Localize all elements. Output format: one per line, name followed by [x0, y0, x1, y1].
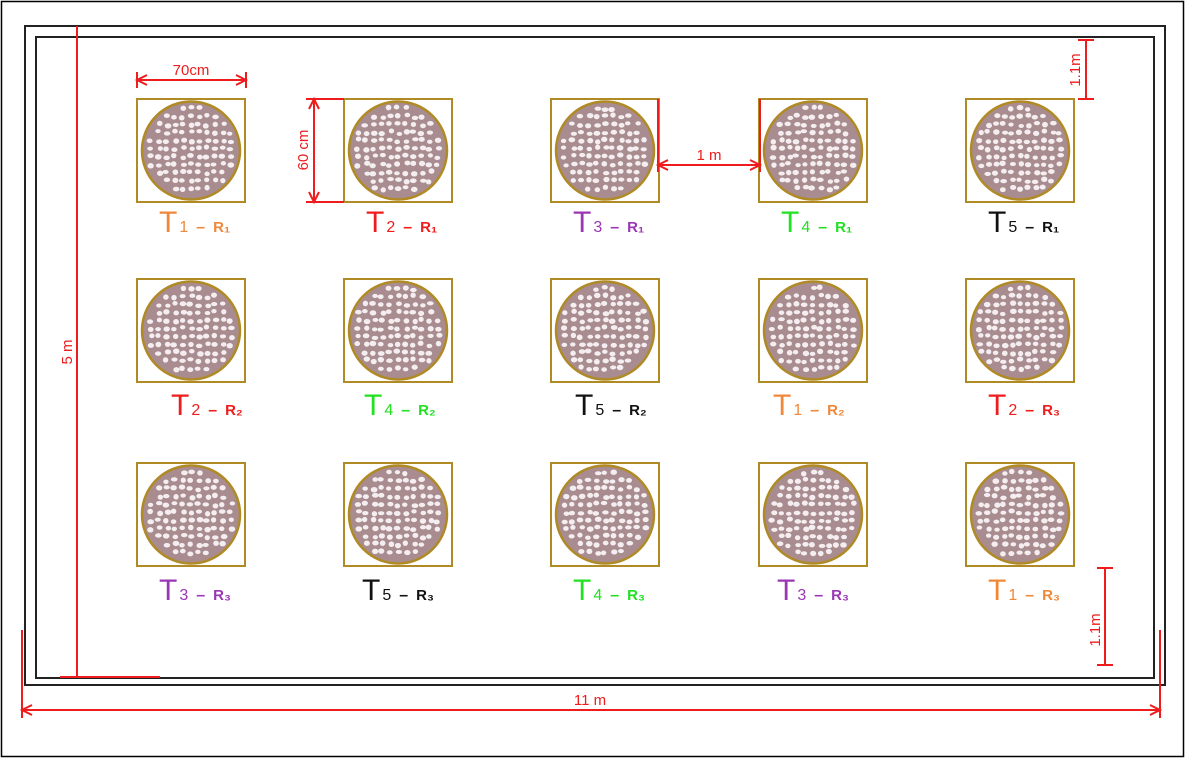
dimension-plot-width-label: 70cm: [173, 62, 210, 79]
plot-square: [758, 278, 868, 383]
pebble-texture: [975, 284, 1065, 373]
field-outer-border: [24, 25, 1166, 686]
plot-square: [343, 98, 453, 203]
dimension-spacing: [655, 99, 763, 172]
dimension-field-height: [60, 26, 160, 678]
pebble-texture: [768, 284, 857, 373]
plot-square: [550, 278, 660, 383]
pebble-texture: [561, 469, 650, 556]
plot-square: [550, 462, 660, 567]
dimension-margin-top: [1078, 39, 1094, 100]
dimension-plot-height: [306, 96, 344, 205]
plot-square: [965, 278, 1075, 383]
dimension-field-height-label: 5 m: [59, 339, 76, 364]
pebble-texture: [147, 285, 235, 373]
dimension-spacing-label: 1 m: [696, 147, 721, 164]
plot-square: [758, 462, 868, 567]
plot-square: [136, 462, 246, 567]
pebble-texture: [146, 105, 235, 193]
pebble-texture: [353, 104, 443, 193]
plot-square: [343, 462, 453, 567]
pebble-texture: [147, 469, 236, 557]
dimension-margin-top-label: 1.1m: [1067, 53, 1084, 86]
plot-square: [965, 98, 1075, 203]
pebble-texture: [354, 285, 443, 372]
dimension-plot-height-label: 60 cm: [295, 130, 312, 171]
dimension-margin-bottom: [1097, 567, 1113, 666]
pebble-texture: [975, 468, 1065, 557]
plot-square: [136, 278, 246, 383]
field-inner-border: [35, 36, 1155, 679]
pebble-texture: [768, 469, 857, 557]
pebble-texture: [354, 469, 442, 556]
plot-square: [136, 98, 246, 203]
dimension-plot-width: [134, 72, 249, 88]
plot-circle: [554, 464, 656, 565]
pebble-texture: [769, 104, 857, 193]
dimension-field-width: [19, 630, 1163, 718]
dimension-margin-bottom-label: 1.1m: [1087, 613, 1104, 646]
plot-square: [343, 278, 453, 383]
pebble-texture: [976, 104, 1065, 193]
dimension-field-width-label: 11 m: [574, 692, 606, 709]
plot-square: [965, 462, 1075, 567]
pebble-texture: [560, 284, 650, 372]
pebble-texture: [560, 106, 649, 193]
